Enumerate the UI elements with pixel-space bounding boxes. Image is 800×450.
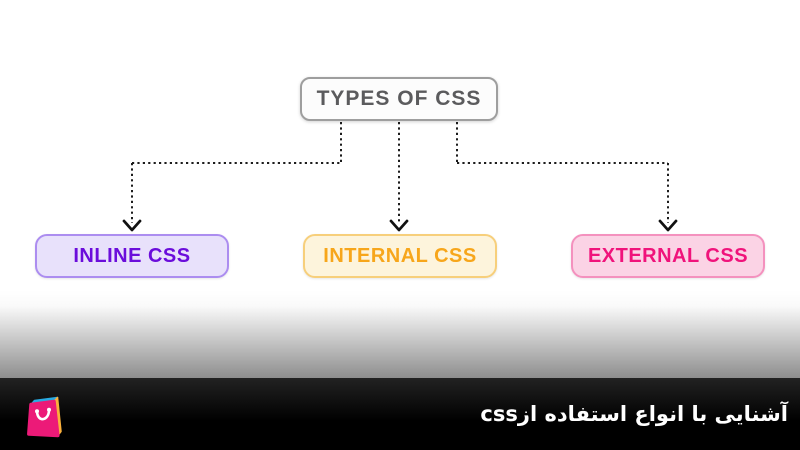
- bottom-gradient: [0, 290, 800, 378]
- arrow-down-icon: [122, 219, 142, 232]
- node-types-of-css-label: TYPES OF CSS: [316, 87, 482, 110]
- node-external-css-label: EXTERNAL CSS: [587, 244, 749, 267]
- node-internal-css: INTERNAL CSS: [303, 234, 497, 278]
- shopping-bag-logo-icon: [27, 396, 62, 438]
- arrow-down-icon: [389, 219, 409, 232]
- node-types-of-css: TYPES OF CSS: [300, 77, 498, 121]
- footer-bar: آشنایی با انواع استفاده ازcss: [0, 378, 800, 450]
- footer-caption: آشنایی با انواع استفاده ازcss: [480, 402, 788, 426]
- node-external-css: EXTERNAL CSS: [571, 234, 765, 278]
- connector-arrows: [122, 122, 678, 232]
- arrow-down-icon: [658, 219, 678, 232]
- node-inline-css-label: INLINE CSS: [73, 244, 191, 267]
- node-internal-css-label: INTERNAL CSS: [323, 244, 477, 267]
- node-inline-css: INLINE CSS: [35, 234, 229, 278]
